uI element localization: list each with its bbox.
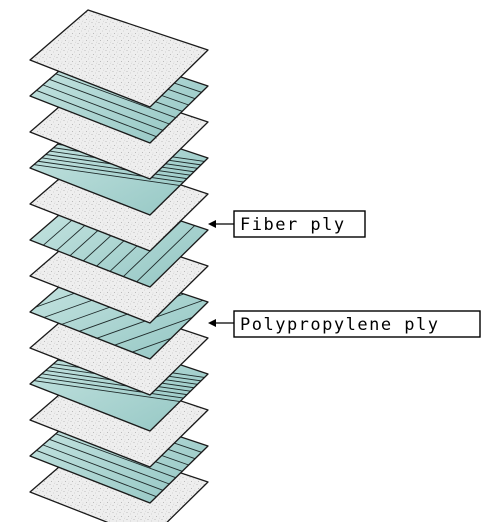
- polypropylene-ply-label-box: [233, 310, 481, 338]
- fiber-line: [30, 287, 208, 359]
- fiber-line: [49, 78, 170, 125]
- fiber-line: [30, 361, 208, 403]
- polypropylene-ply-arrowhead: [208, 319, 216, 327]
- polypropylene-ply-surface: [30, 10, 208, 107]
- polypropylene-ply: [29, 9, 209, 108]
- ply-stack: [29, 9, 209, 522]
- fiber-ply-arrowhead: [208, 220, 216, 228]
- polypropylene-ply-label: Polypropylene ply: [240, 315, 440, 335]
- fiber-line: [30, 297, 208, 359]
- fiber-ply-callout: Fiber ply: [208, 210, 366, 238]
- fiber-line: [30, 146, 190, 188]
- fiber-line: [30, 276, 208, 359]
- ply-outline: [29, 9, 209, 108]
- fiber-line: [42, 84, 164, 131]
- fiber-line: [36, 450, 157, 498]
- fiber-line: [30, 360, 208, 402]
- fiber-line: [30, 144, 208, 186]
- fiber-line: [30, 265, 208, 359]
- fiber-line: [30, 145, 208, 187]
- fiber-line: [49, 438, 170, 485]
- fiber-line: [30, 362, 190, 404]
- fiber-line: [36, 90, 157, 138]
- polypropylene-ply-callout: Polypropylene ply: [208, 310, 481, 338]
- fiber-line: [42, 444, 164, 491]
- fiber-line: [55, 433, 176, 479]
- fiber-line: [136, 225, 195, 283]
- fiber-ply-label-box: [233, 210, 366, 238]
- fiber-line: [55, 73, 176, 119]
- fiber-ply-label: Fiber ply: [240, 215, 346, 235]
